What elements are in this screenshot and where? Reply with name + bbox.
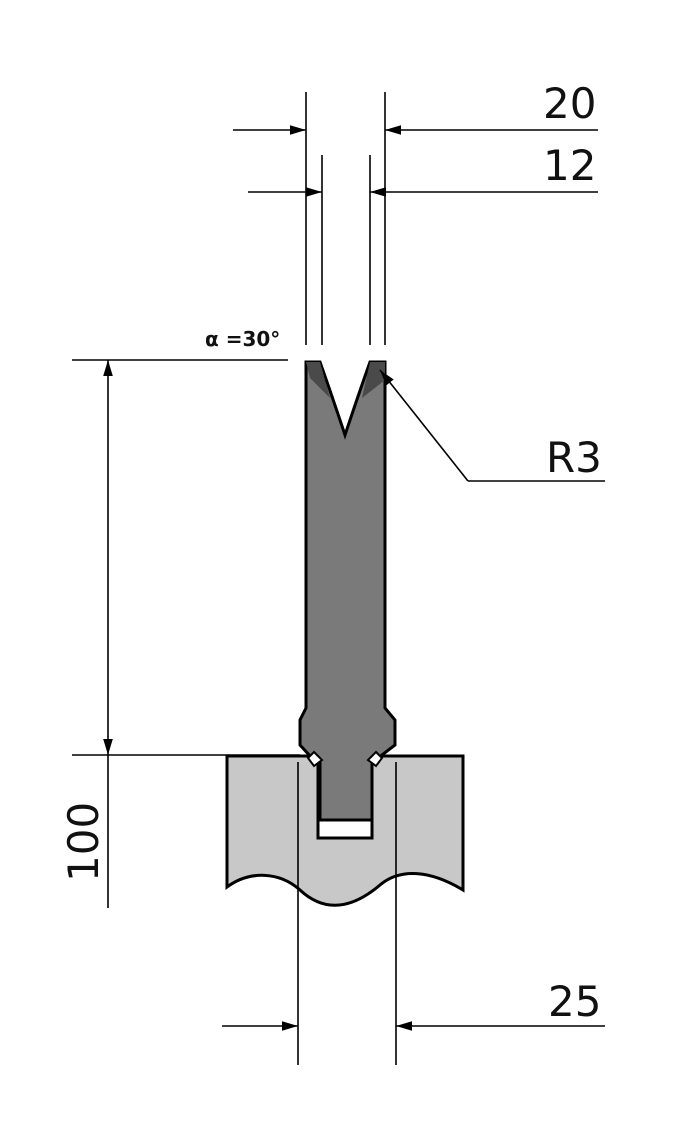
dim-label-25: 25 bbox=[548, 977, 601, 1026]
dim-label-r3: R3 bbox=[546, 433, 602, 482]
dim-label-100: 100 bbox=[59, 802, 108, 882]
dimension-base-width: 25 bbox=[222, 762, 605, 1065]
notch-left bbox=[306, 750, 324, 768]
dimension-height: 100 bbox=[59, 359, 300, 908]
dim-label-20: 20 bbox=[543, 79, 596, 128]
tip-bevel-left bbox=[306, 362, 330, 398]
notch-right bbox=[366, 750, 384, 768]
dimension-top-width: 20 bbox=[233, 79, 598, 345]
angle-label: α =30° bbox=[205, 327, 280, 351]
dim-label-12: 12 bbox=[543, 141, 596, 190]
tip-bevel-right bbox=[362, 362, 385, 398]
punch-tool bbox=[298, 360, 397, 822]
dimension-radius: R3 bbox=[379, 369, 605, 482]
dimension-tip-width: 12 bbox=[248, 141, 598, 345]
